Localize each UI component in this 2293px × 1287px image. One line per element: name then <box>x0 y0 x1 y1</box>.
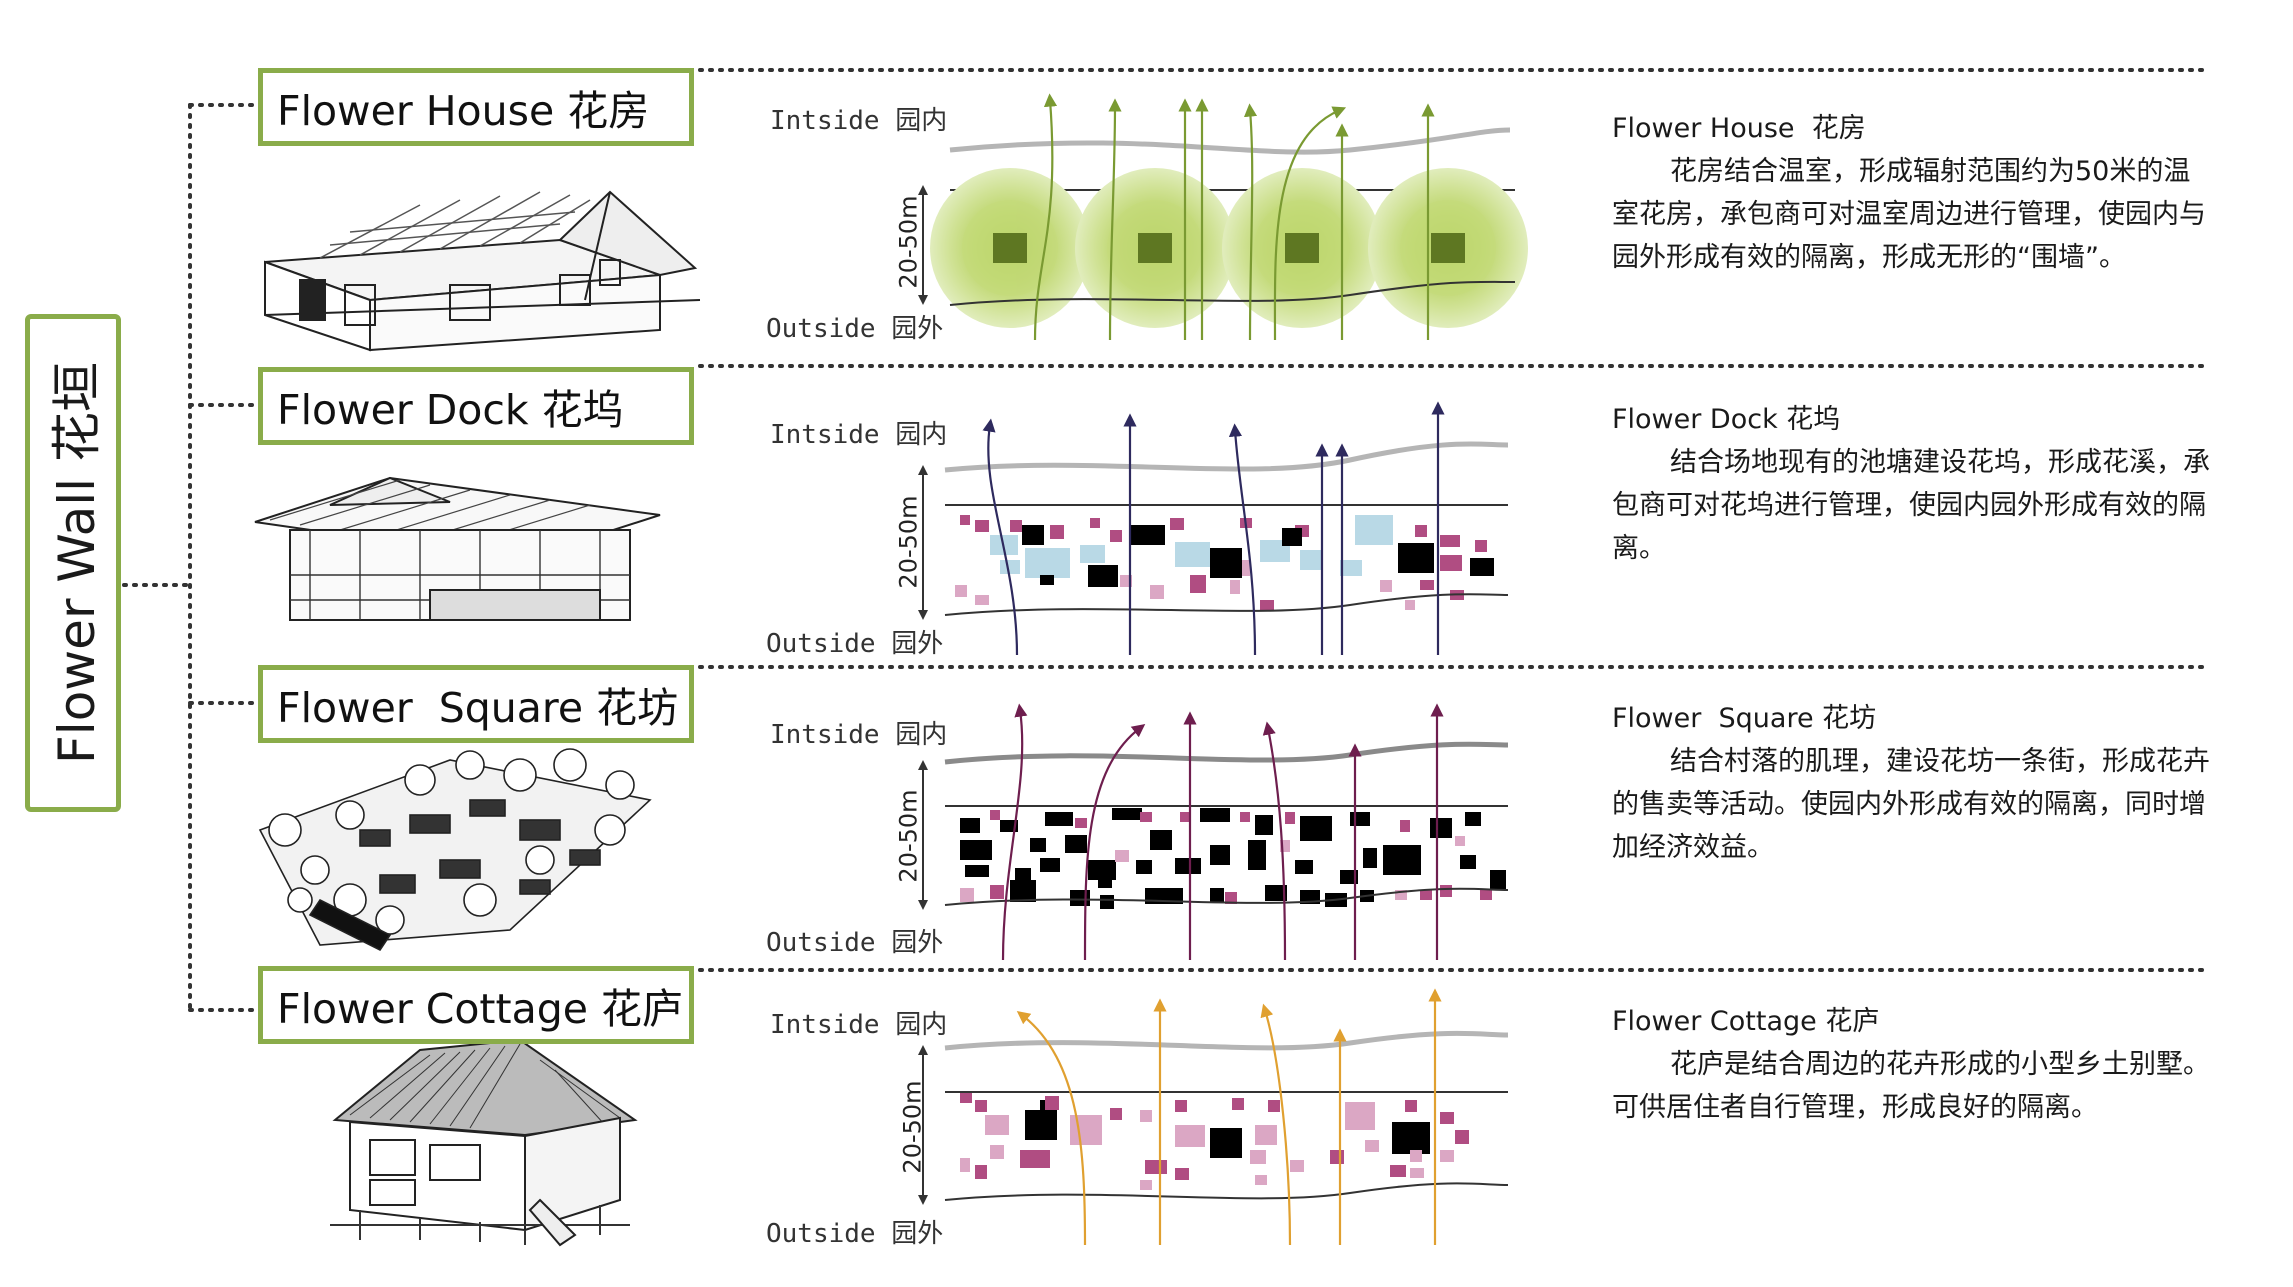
outside-label: Outside 园外 <box>766 1219 944 1249</box>
outside-label: Outside 园外 <box>766 629 944 659</box>
greenhouse-glows <box>930 168 1528 328</box>
depth-label: 20-50m <box>894 495 923 589</box>
square-diagram <box>944 703 1509 961</box>
dock-sketch <box>254 476 661 621</box>
row-separators <box>698 68 2207 972</box>
house-diagram <box>930 93 1528 341</box>
inside-label: Intside 园内 <box>770 106 948 136</box>
inside-label: Intside 园内 <box>770 1010 948 1040</box>
description-title: Flower House 花房 <box>1612 113 1866 144</box>
description-title: Flower Dock 花坞 <box>1612 404 1841 435</box>
market-blocks-black <box>960 808 1506 909</box>
dock-diagram <box>944 401 1509 656</box>
tree-connectors <box>122 103 257 1012</box>
outside-label: Outside 园外 <box>766 314 944 344</box>
cottage-blocks-pink <box>960 1093 1469 1180</box>
pond-blocks-lightblue <box>990 515 1393 578</box>
description-flower-cottage: Flower Cottage 花庐 花庐是结合周边的花卉形成的小型乡土别墅。可供… <box>1612 1000 2212 1129</box>
pond-blocks-black <box>1022 525 1494 587</box>
description-body: 花房结合温室，形成辐射范围约为50米的温室花房，承包商可对温室周边进行管理，使园… <box>1612 156 2206 273</box>
inside-label: Intside 园内 <box>770 720 948 750</box>
description-flower-square: Flower Square 花坊 结合村落的肌理，建设花坊一条街，形成花卉的售卖… <box>1612 697 2212 869</box>
row-label-flower-dock: Flower Dock 花坞 <box>258 367 694 445</box>
inside-label: Intside 园内 <box>770 420 948 450</box>
description-title: Flower Cottage 花庐 <box>1612 1006 1880 1037</box>
row-label-flower-house: Flower House 花房 <box>258 68 694 146</box>
cottage-sketch <box>330 1038 638 1247</box>
depth-label: 20-50m <box>894 789 923 883</box>
depth-label: 20-50m <box>894 195 923 289</box>
row-label-flower-cottage: Flower Cottage 花庐 <box>258 966 694 1044</box>
description-flower-dock: Flower Dock 花坞 结合场地现有的池塘建设花坞，形成花溪，承包商可对花… <box>1612 398 2212 570</box>
row-label-flower-square: Flower Square 花坊 <box>258 665 694 743</box>
main-title-box: Flower Wall 花垣 <box>25 314 121 812</box>
cottage-diagram <box>944 988 1509 1246</box>
description-body: 花庐是结合周边的花卉形成的小型乡土别墅。可供居住者自行管理，形成良好的隔离。 <box>1612 1049 2210 1123</box>
pond-blocks-pink <box>960 515 1487 610</box>
description-body: 结合村落的肌理，建设花坊一条街，形成花卉的售卖等活动。使园内外形成有效的隔离，同… <box>1612 746 2210 863</box>
description-title: Flower Square 花坊 <box>1612 703 1877 734</box>
square-sketch <box>258 748 652 952</box>
house-sketch <box>264 190 701 352</box>
description-body: 结合场地现有的池塘建设花坞，形成花溪，承包商可对花坞进行管理，使园内园外形成有效… <box>1612 447 2210 564</box>
outside-label: Outside 园外 <box>766 928 944 958</box>
description-flower-house: Flower House 花房 花房结合温室，形成辐射范围约为50米的温室花房，… <box>1612 107 2212 279</box>
depth-label: 20-50m <box>898 1080 927 1174</box>
main-title: Flower Wall 花垣 <box>48 362 106 764</box>
